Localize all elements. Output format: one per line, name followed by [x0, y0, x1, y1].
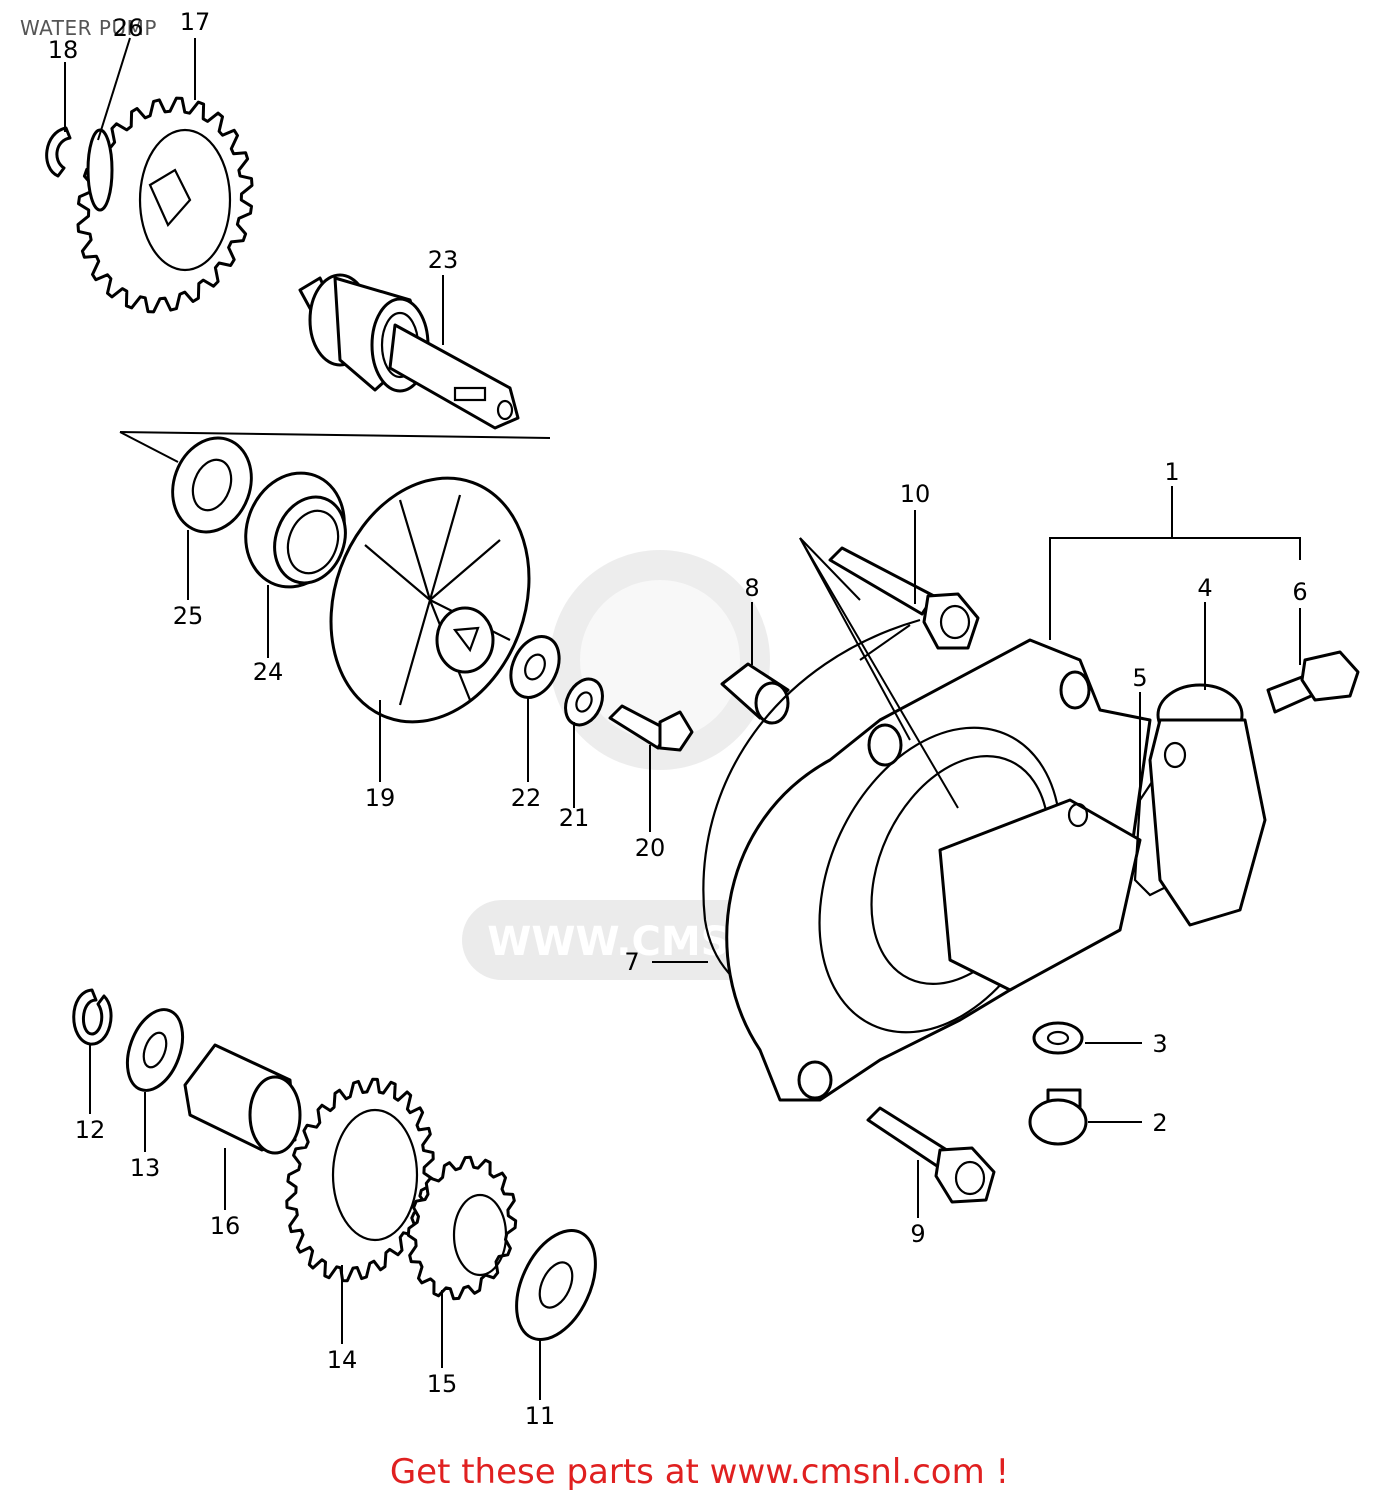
- footer-link-text[interactable]: Get these parts at www.cmsnl.com !: [389, 1452, 1010, 1492]
- part-20-bolt[interactable]: [608, 704, 694, 752]
- part-23-shaft[interactable]: [298, 273, 520, 430]
- callout-5: 5: [1132, 664, 1147, 692]
- part-13-washer[interactable]: [117, 1002, 193, 1098]
- leader-lines: [64, 37, 1301, 1400]
- part-25-washer[interactable]: [160, 427, 264, 543]
- part-26-washer[interactable]: [86, 128, 114, 212]
- callout-14: 14: [327, 1346, 358, 1374]
- callout-2: 2: [1152, 1109, 1167, 1137]
- callout-12: 12: [75, 1116, 106, 1144]
- part-14-gear[interactable]: [285, 1077, 435, 1283]
- callout-10: 10: [900, 480, 931, 508]
- part-16-sleeve[interactable]: [183, 1043, 302, 1155]
- callout-16: 16: [210, 1212, 241, 1240]
- callout-labels: 1 2 3 4 5 6 7 8 9 10 11 12 13 14 15 16 1…: [48, 8, 1308, 1430]
- part-22-washer[interactable]: [502, 629, 569, 706]
- part-10-bolt[interactable]: [828, 546, 980, 650]
- part-11-washer[interactable]: [501, 1218, 612, 1352]
- callout-26: 26: [113, 14, 144, 42]
- callout-19: 19: [365, 784, 396, 812]
- callout-21: 21: [559, 804, 590, 832]
- callout-23: 23: [428, 246, 459, 274]
- callout-9: 9: [910, 1220, 925, 1248]
- part-12-circlip[interactable]: [72, 988, 113, 1046]
- callout-3: 3: [1152, 1030, 1167, 1058]
- callout-17: 17: [180, 8, 211, 36]
- callout-13: 13: [130, 1154, 161, 1182]
- part-19-impeller[interactable]: [298, 450, 562, 750]
- callout-22: 22: [511, 784, 542, 812]
- callout-7: 7: [624, 948, 639, 976]
- part-4-elbow[interactable]: [1148, 683, 1267, 927]
- diagram-title: WATER PUMP: [20, 16, 157, 40]
- callout-25: 25: [173, 602, 204, 630]
- callout-18: 18: [48, 36, 79, 64]
- callout-8: 8: [744, 574, 759, 602]
- callout-20: 20: [635, 834, 666, 862]
- callout-15: 15: [427, 1370, 458, 1398]
- part-2-drain-bolt[interactable]: [1028, 1088, 1088, 1146]
- part-9-bolt[interactable]: [866, 1106, 996, 1204]
- part-1-pump-cover[interactable]: [725, 638, 1152, 1102]
- callout-11: 11: [525, 1402, 556, 1430]
- part-15-gear[interactable]: [406, 1155, 518, 1301]
- callout-1: 1: [1164, 458, 1179, 486]
- part-24-seal[interactable]: [230, 459, 360, 601]
- callout-6: 6: [1292, 578, 1307, 606]
- part-8-dowel[interactable]: [720, 662, 790, 725]
- part-6-bolt[interactable]: [1266, 650, 1360, 714]
- part-18-circlip[interactable]: [45, 126, 72, 178]
- callout-24: 24: [253, 658, 284, 686]
- part-3-washer[interactable]: [1032, 1021, 1084, 1055]
- callout-4: 4: [1197, 574, 1212, 602]
